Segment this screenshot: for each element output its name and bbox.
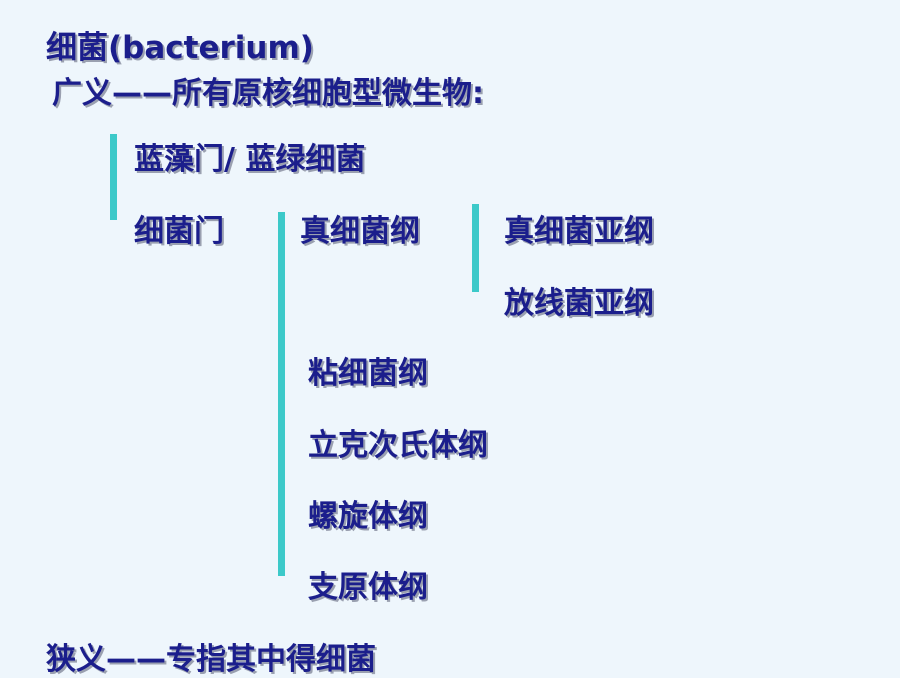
narrow-definition: 狭义——专指其中得细菌 — [46, 642, 376, 677]
level1-cyanobacteria: 蓝藻门/ 蓝绿细菌 — [134, 142, 366, 177]
level2-myxobacteria: 粘细菌纲 — [308, 356, 428, 391]
slide-title: 细菌(bacterium) — [46, 30, 314, 66]
level1-bracket — [110, 134, 117, 220]
broad-definition: 广义——所有原核细胞型微生物: — [52, 76, 484, 111]
level3-eubacteria-subclass: 真细菌亚纲 — [504, 214, 654, 249]
level2-mycoplasma: 支原体纲 — [308, 570, 428, 605]
level3-bracket — [472, 204, 479, 292]
level2-bracket — [278, 212, 285, 576]
level3-actinomycetes-subclass: 放线菌亚纲 — [504, 286, 654, 321]
level2-rickettsia: 立克次氏体纲 — [308, 428, 488, 463]
level2-spirochetes: 螺旋体纲 — [308, 499, 428, 534]
level2-eubacteria: 真细菌纲 — [300, 214, 420, 249]
level1-bacteria-phylum: 细菌门 — [134, 214, 224, 249]
